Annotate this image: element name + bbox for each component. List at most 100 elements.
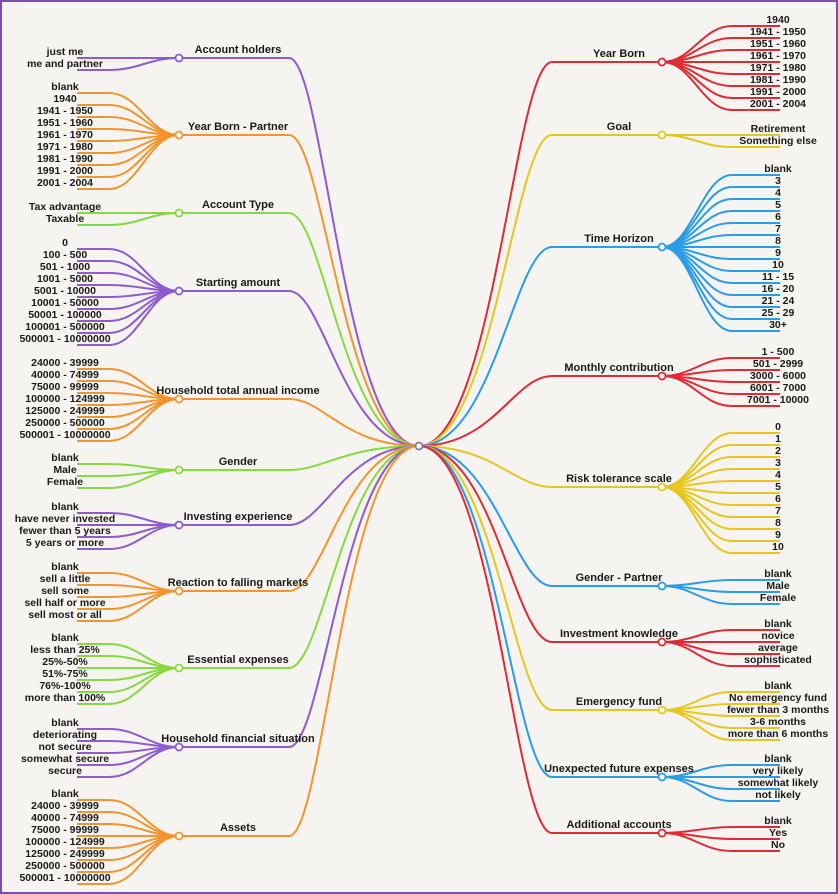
leaf-label-monthly-contribution[interactable]: 501 - 2999 <box>753 358 803 370</box>
branch-node-emergency-fund[interactable] <box>657 705 667 715</box>
leaf-label-investing-experience[interactable]: fewer than 5 years <box>19 525 111 537</box>
leaf-label-starting-amount[interactable]: 1001 - 5000 <box>37 273 93 285</box>
root-node[interactable] <box>414 441 424 451</box>
branch-node-household-financial-situation[interactable] <box>174 742 184 752</box>
leaf-label-risk-tolerance-scale[interactable]: 5 <box>775 481 781 493</box>
branch-label-time-horizon[interactable]: Time Horizon <box>584 233 654 245</box>
leaf-label-monthly-contribution[interactable]: 3000 - 6000 <box>750 370 806 382</box>
leaf-label-additional-accounts[interactable]: Yes <box>769 827 787 839</box>
leaf-label-household-financial-situation[interactable]: deteriorating <box>33 729 97 741</box>
leaf-label-starting-amount[interactable]: 501 - 1000 <box>40 261 90 273</box>
leaf-label-year-born[interactable]: 1940 <box>766 14 790 26</box>
leaf-label-assets[interactable]: blank <box>51 788 79 800</box>
branch-node-risk-tolerance-scale[interactable] <box>657 482 667 492</box>
branch-label-investment-knowledge[interactable]: Investment knowledge <box>560 628 678 640</box>
leaf-label-essential-expenses[interactable]: less than 25% <box>30 644 100 656</box>
leaf-label-year-born[interactable]: 1971 - 1980 <box>750 62 806 74</box>
leaf-label-household-financial-situation[interactable]: secure <box>48 765 82 777</box>
leaf-label-assets[interactable]: 250000 - 500000 <box>25 860 105 872</box>
leaf-label-risk-tolerance-scale[interactable]: 10 <box>772 541 784 553</box>
branch-label-household-financial-situation[interactable]: Household financial situation <box>161 733 315 745</box>
branch-label-assets[interactable]: Assets <box>220 822 256 834</box>
leaf-label-emergency-fund[interactable]: No emergency fund <box>729 692 827 704</box>
branch-node-gender-partner[interactable] <box>657 581 667 591</box>
leaf-label-account-type[interactable]: Tax advantage <box>29 201 101 213</box>
leaf-label-essential-expenses[interactable]: more than 100% <box>25 692 106 704</box>
leaf-label-emergency-fund[interactable]: more than 6 months <box>728 728 829 740</box>
branch-label-gender[interactable]: Gender <box>219 456 258 468</box>
leaf-label-year-born[interactable]: 1941 - 1950 <box>750 26 806 38</box>
leaf-label-goal[interactable]: Something else <box>739 135 817 147</box>
branch-node-goal[interactable] <box>657 130 667 140</box>
leaf-label-year-born-partner[interactable]: 1981 - 1990 <box>37 153 93 165</box>
leaf-label-time-horizon[interactable]: 8 <box>775 235 781 247</box>
leaf-label-year-born[interactable]: 1991 - 2000 <box>750 86 806 98</box>
branch-node-household-total-annual-income[interactable] <box>174 394 184 404</box>
leaf-label-starting-amount[interactable]: 100001 - 500000 <box>25 321 105 333</box>
leaf-label-monthly-contribution[interactable]: 6001 - 7000 <box>750 382 806 394</box>
leaf-label-reaction-to-falling-markets[interactable]: sell some <box>41 585 89 597</box>
leaf-label-year-born-partner[interactable]: 1940 <box>53 93 77 105</box>
branch-label-risk-tolerance-scale[interactable]: Risk tolerance scale <box>566 473 672 485</box>
leaf-label-assets[interactable]: 500001 - 10000000 <box>19 872 110 884</box>
leaf-label-time-horizon[interactable]: 21 - 24 <box>762 295 795 307</box>
leaf-label-monthly-contribution[interactable]: 1 - 500 <box>762 346 795 358</box>
leaf-label-year-born[interactable]: 1981 - 1990 <box>750 74 806 86</box>
leaf-label-time-horizon[interactable]: 6 <box>775 211 781 223</box>
leaf-label-account-holders[interactable]: just me <box>46 46 84 58</box>
leaf-label-investment-knowledge[interactable]: average <box>758 642 798 654</box>
branch-label-gender-partner[interactable]: Gender - Partner <box>576 572 664 584</box>
leaf-label-emergency-fund[interactable]: fewer than 3 months <box>727 704 829 716</box>
leaf-label-time-horizon[interactable]: 30+ <box>769 319 787 331</box>
leaf-label-year-born-partner[interactable]: 1991 - 2000 <box>37 165 93 177</box>
branch-label-account-holders[interactable]: Account holders <box>195 44 282 56</box>
branch-label-investing-experience[interactable]: Investing experience <box>184 511 293 523</box>
leaf-label-essential-expenses[interactable]: 76%-100% <box>39 680 91 692</box>
leaf-label-goal[interactable]: Retirement <box>751 123 806 135</box>
branch-node-assets[interactable] <box>174 831 184 841</box>
branch-label-year-born-partner[interactable]: Year Born - Partner <box>188 121 289 133</box>
leaf-label-gender-partner[interactable]: blank <box>764 568 792 580</box>
branch-label-account-type[interactable]: Account Type <box>202 199 274 211</box>
leaf-label-additional-accounts[interactable]: No <box>771 839 785 851</box>
leaf-label-assets[interactable]: 100000 - 124999 <box>25 836 105 848</box>
leaf-label-risk-tolerance-scale[interactable]: 0 <box>775 421 781 433</box>
branch-label-essential-expenses[interactable]: Essential expenses <box>187 654 289 666</box>
branch-label-additional-accounts[interactable]: Additional accounts <box>566 819 671 831</box>
leaf-label-risk-tolerance-scale[interactable]: 3 <box>775 457 781 469</box>
leaf-label-time-horizon[interactable]: 3 <box>775 175 781 187</box>
leaf-label-risk-tolerance-scale[interactable]: 7 <box>775 505 781 517</box>
leaf-label-investment-knowledge[interactable]: sophisticated <box>744 654 812 666</box>
leaf-label-year-born-partner[interactable]: blank <box>51 81 79 93</box>
branch-node-essential-expenses[interactable] <box>174 663 184 673</box>
leaf-label-risk-tolerance-scale[interactable]: 8 <box>775 517 781 529</box>
leaf-label-essential-expenses[interactable]: blank <box>51 632 79 644</box>
leaf-label-starting-amount[interactable]: 0 <box>62 237 68 249</box>
leaf-label-gender-partner[interactable]: Female <box>760 592 796 604</box>
leaf-label-risk-tolerance-scale[interactable]: 4 <box>775 469 781 481</box>
leaf-label-time-horizon[interactable]: 16 - 20 <box>762 283 795 295</box>
leaf-label-starting-amount[interactable]: 500001 - 10000000 <box>19 333 110 345</box>
leaf-label-reaction-to-falling-markets[interactable]: sell half or more <box>24 597 105 609</box>
leaf-label-reaction-to-falling-markets[interactable]: blank <box>51 561 79 573</box>
leaf-label-starting-amount[interactable]: 10001 - 50000 <box>31 297 99 309</box>
leaf-label-year-born-partner[interactable]: 2001 - 2004 <box>37 177 93 189</box>
leaf-label-unexpected-future-expenses[interactable]: somewhat likely <box>738 777 819 789</box>
leaf-label-year-born-partner[interactable]: 1971 - 1980 <box>37 141 93 153</box>
leaf-label-starting-amount[interactable]: 5001 - 10000 <box>34 285 96 297</box>
branch-node-year-born-partner[interactable] <box>174 130 184 140</box>
leaf-label-gender-partner[interactable]: Male <box>766 580 790 592</box>
leaf-label-time-horizon[interactable]: 4 <box>775 187 781 199</box>
leaf-label-assets[interactable]: 40000 - 74999 <box>31 812 99 824</box>
leaf-label-gender[interactable]: Male <box>53 464 77 476</box>
leaf-label-time-horizon[interactable]: 7 <box>775 223 781 235</box>
branch-node-investment-knowledge[interactable] <box>657 637 667 647</box>
leaf-label-emergency-fund[interactable]: 3-6 months <box>750 716 806 728</box>
branch-node-account-holders[interactable] <box>174 53 184 63</box>
leaf-label-household-financial-situation[interactable]: blank <box>51 717 79 729</box>
leaf-label-starting-amount[interactable]: 100 - 500 <box>43 249 88 261</box>
leaf-label-reaction-to-falling-markets[interactable]: sell most or all <box>28 609 102 621</box>
leaf-label-household-total-annual-income[interactable]: 500001 - 10000000 <box>19 429 110 441</box>
leaf-label-assets[interactable]: 75000 - 99999 <box>31 824 99 836</box>
leaf-label-time-horizon[interactable]: 11 - 15 <box>762 271 794 283</box>
